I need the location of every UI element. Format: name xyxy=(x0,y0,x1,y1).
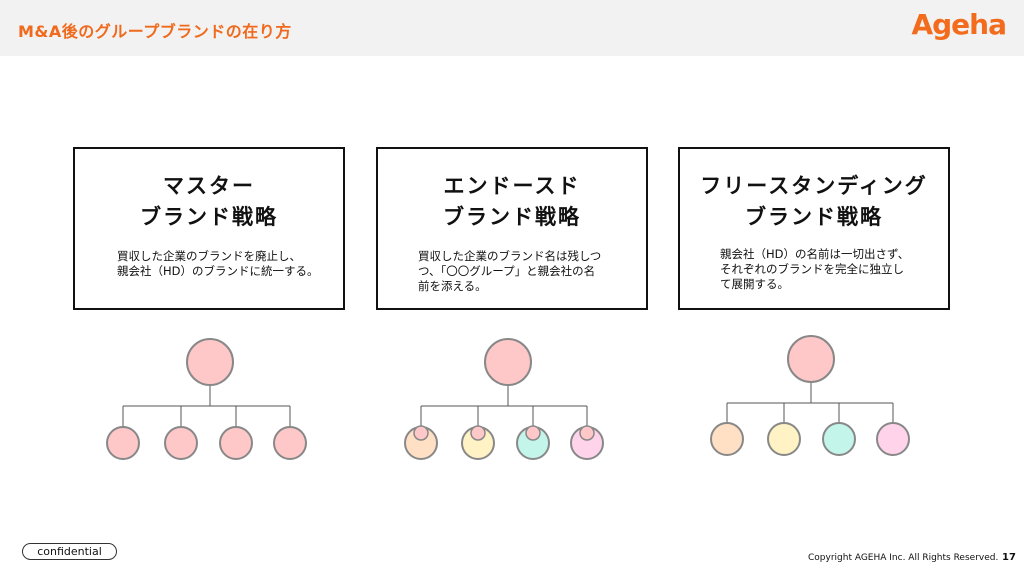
endorsement-node xyxy=(470,425,486,441)
card-title: エンドースド ブランド戦略 xyxy=(443,174,581,229)
parent-node xyxy=(186,338,234,386)
child-node xyxy=(876,422,910,456)
master-brand-tree xyxy=(122,385,291,428)
card-description: 買収した企業のブランド名は残しつ つ、「〇〇グループ」と親会社の名 前を添える。 xyxy=(418,249,602,293)
copyright-text: Copyright AGEHA Inc. All Rights Reserved… xyxy=(808,553,999,563)
endorsed-brand-tree xyxy=(420,385,588,427)
child-node xyxy=(273,426,307,460)
parent-node xyxy=(484,338,532,386)
header-bar: M&A後のグループブランドの在り方 Ageha xyxy=(0,0,1024,56)
freestanding-brand-tree xyxy=(726,382,894,424)
ageha-logo: Ageha xyxy=(911,8,1007,41)
card-title: フリースタンディング ブランド戦略 xyxy=(700,174,928,229)
card-description: 買収した企業のブランドを廃止し、 親会社（HD）のブランドに統一する。 xyxy=(117,249,319,278)
page-number: 17 xyxy=(1002,552,1016,563)
child-node xyxy=(822,422,856,456)
endorsement-node xyxy=(579,425,595,441)
card-description: 親会社（HD）の名前は一切出さず、 それぞれのブランドを完全に独立し て展開する… xyxy=(720,247,910,291)
page-title: M&A後のグループブランドの在り方 xyxy=(18,22,292,41)
card-title: マスター ブランド戦略 xyxy=(140,174,278,229)
freestanding-brand-card: フリースタンディング ブランド戦略 親会社（HD）の名前は一切出さず、 それぞれ… xyxy=(678,147,950,310)
parent-node xyxy=(787,335,835,383)
child-node xyxy=(219,426,253,460)
child-node xyxy=(106,426,140,460)
endorsement-node xyxy=(525,425,541,441)
endorsed-brand-card: エンドースド ブランド戦略 買収した企業のブランド名は残しつ つ、「〇〇グループ… xyxy=(376,147,648,310)
child-node xyxy=(767,422,801,456)
child-node xyxy=(164,426,198,460)
child-node xyxy=(710,422,744,456)
endorsement-node xyxy=(413,425,429,441)
master-brand-card: マスター ブランド戦略 買収した企業のブランドを廃止し、 親会社（HD）のブラン… xyxy=(73,147,345,310)
confidential-badge: confidential xyxy=(22,543,117,560)
